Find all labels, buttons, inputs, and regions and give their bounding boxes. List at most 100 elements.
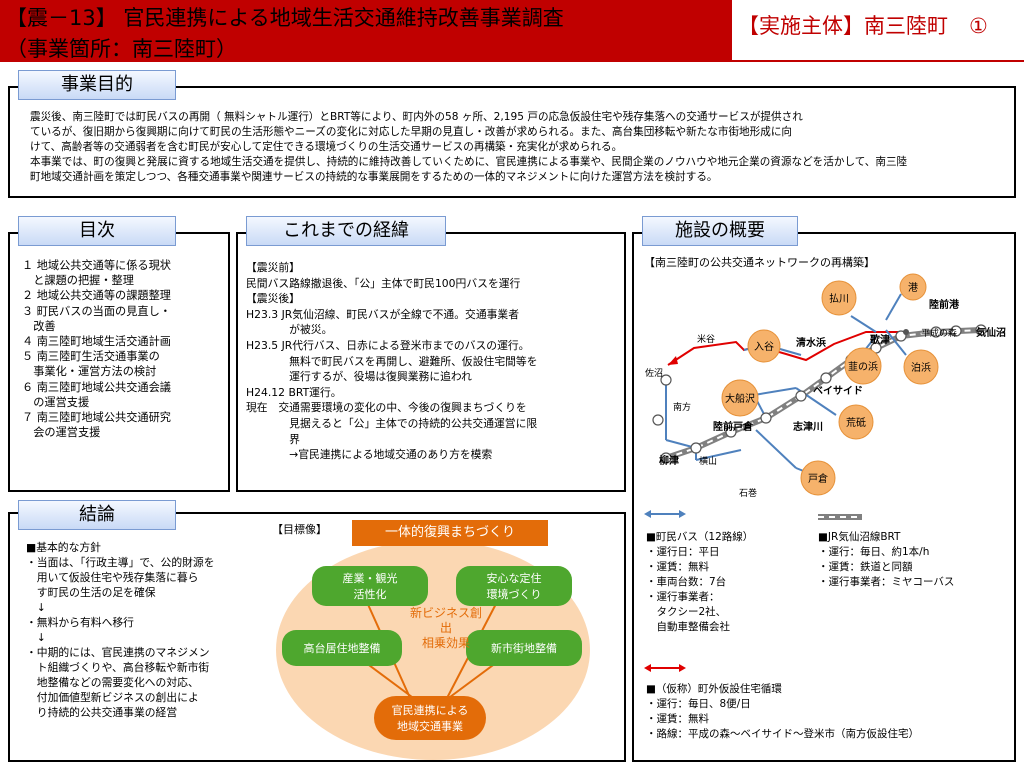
toc-item: ６ 南三陸町地域公共交通会議	[22, 380, 171, 394]
area-bubbles	[721, 273, 939, 496]
conclusion-line: り持続的公共交通事業の経営	[26, 706, 178, 719]
toc-item: ３ 町民バスの当面の見直し・	[22, 304, 171, 318]
brt-legend-line: ・運行：毎日、約1本/h	[818, 546, 930, 558]
conclusion-line: ・無料から有料へ移行	[26, 616, 134, 629]
map-labels: 払川 港 入谷 韮の浜 泊浜 大船沢 荒砥 戸倉 陸前港 平成の森 気仙沼 米谷…	[645, 282, 1006, 499]
conclusion-text: ■基本的な方針 ・当面は、「行政主導」で、公的財源を 用いて仮設住宅や残存集落に…	[26, 540, 215, 720]
bus-legend-line: タクシー2社、	[646, 606, 727, 618]
map-label-yonetani: 米谷	[697, 333, 715, 345]
history-line: 見据えると「公」主体での持続的公共交通運営に限	[246, 416, 538, 430]
goal-node-text: 官民連携による	[391, 704, 469, 717]
goal-node-highland: 高台居住地整備	[282, 630, 402, 666]
map-label-nirahama: 韮の浜	[848, 361, 878, 373]
bus-legend-line: 自動車整備会社	[646, 621, 730, 633]
history-line: H23.5 JR代行バス、日赤による登米市までのバスの運行。	[246, 338, 530, 352]
map-label-port: 港	[908, 282, 918, 294]
toc-item: 会の運営支援	[22, 426, 101, 440]
map-label-iriya: 入谷	[754, 341, 774, 353]
bus-legend-line: ・車両台数：7台	[646, 576, 727, 588]
map-label-shimizuhama: 清水浜	[796, 336, 826, 349]
temp-legend-line: ・運賃：無料	[646, 713, 709, 725]
bus-legend-line: ・運行事業者：	[646, 591, 720, 603]
goal-banner: 一体的復興まちづくり	[352, 520, 548, 546]
network-map: 払川 港 入谷 韮の浜 泊浜 大船沢 荒砥 戸倉 陸前港 平成の森 気仙沼 米谷…	[645, 273, 1006, 499]
map-label-sakuma: 佐沼	[645, 367, 663, 379]
map-label-tomari: 泊浜	[911, 362, 931, 374]
map-title: 【南三陸町の公共交通ネットワークの再構築】	[644, 256, 875, 269]
bus-legend-icon	[644, 510, 686, 518]
purpose-line: 震災後、南三陸町では町民バスの再開（ 無料シャトル運行）とBRT等により、町内外…	[30, 111, 803, 123]
conclusion-line: ■基本的な方針	[26, 541, 101, 554]
toc-item: の運営支援	[22, 395, 90, 409]
facility-tab: 施設の概要	[642, 216, 798, 246]
temp-legend-title: ■（仮称）町外仮設住宅循環	[646, 683, 782, 695]
toc-list: １ 地域公共交通等に係る現状 と課題の把握・整理 ２ 地域公共交通等の課題整理 …	[22, 258, 227, 440]
goal-center-text: 新ビジネス創 出 相乗効果	[394, 606, 498, 651]
implementer-label: 【実施主体】南三陸町 ①	[738, 14, 988, 38]
toc-item: 改善	[22, 319, 56, 333]
history-text: 【震災前】 民間バス路線撤退後、「公」主体で町民100円バスを運行 【震災後】 …	[246, 260, 624, 463]
goal-center-line: 相乗効果	[421, 636, 470, 650]
conclusion-line: ・中期的には、官民連携のマネジメン	[26, 646, 210, 659]
purpose-line: けて、高齢者等の交通弱者を含む町民が安心して定住できる環境づくりの生活交通サービ…	[30, 141, 623, 153]
map-label-yanaizu: 柳津	[659, 454, 679, 467]
conclusion-line: 付加価値型新ビジネスの創出によ	[26, 691, 199, 704]
map-label-baysaide: ベイサイド	[813, 385, 863, 397]
toc-item: ５ 南三陸町生活交通事業の	[22, 350, 160, 364]
conclusion-line: 地整備などの需要変化への対応、	[26, 676, 199, 689]
header-implementer-box	[732, 0, 1024, 62]
history-line: 無料で町民バスを再開し、避難所、仮設住宅間等を	[246, 354, 538, 368]
temp-legend-line: ・路線：平成の森～ベイサイド～登米市（南方仮設住宅）	[646, 728, 919, 740]
map-label-shizugawa: 志津川	[793, 420, 823, 433]
map-label-minamikata: 南方	[673, 401, 691, 413]
bus-legend: ■町民バス（12路線） ・運行日：平日 ・運賃：無料 ・車両台数：7台 ・運行事…	[646, 530, 753, 635]
map-label-kesennuma: 気仙沼	[975, 326, 1006, 339]
bus-routes	[665, 293, 907, 477]
temp-legend: ■（仮称）町外仮設住宅循環 ・運行：毎日、8便/日 ・運賃：無料 ・路線：平成の…	[646, 682, 919, 742]
map-label-shizugawa-port: 陸前港	[929, 298, 960, 311]
toc-item: ４ 南三陸町地域生活交通計画	[22, 335, 171, 349]
toc-item: 事業化・運営方法の検討	[22, 365, 157, 379]
map-label-ishinomaki: 石巻	[739, 487, 757, 499]
history-line: 界	[246, 432, 300, 446]
history-line: 民間バス路線撤退後、「公」主体で町民100円バスを運行	[246, 276, 521, 290]
conclusion-tab: 結論	[18, 500, 176, 530]
goal-node-text: 地域交通事業	[397, 720, 463, 733]
brt-legend: ■JR気仙沼線BRT ・運行：毎日、約1本/h ・運賃：鉄道と同額 ・運行事業者…	[818, 530, 954, 590]
bus-legend-line: ・運行日：平日	[646, 546, 720, 558]
conclusion-line: ・当面は、「行政主導」で、公的財源を	[26, 556, 215, 569]
map-label-ofunazawa: 大船沢	[725, 392, 755, 405]
history-line: 【震災後】	[246, 292, 300, 306]
brt-legend-line: ・運行事業者：ミヤコーバス	[818, 576, 955, 588]
goal-node-settle: 安心な定住 環境づくり	[456, 566, 572, 606]
page-title: 【震－13】 官民連携による地域生活交通維持改善事業調査	[6, 6, 564, 30]
goal-node-ppp: 官民連携による 地域交通事業	[374, 696, 486, 740]
goal-label: 【目標像】	[272, 523, 327, 536]
brt-legend-icon	[818, 514, 862, 520]
history-line: H24.12 BRT運行。	[246, 385, 342, 399]
history-line: 運行するが、役場は復興業務に追われ	[246, 370, 472, 384]
map-label-rikuzentokura: 陸前戸倉	[713, 420, 754, 433]
map-label-heisei: 平成の森	[921, 327, 957, 339]
history-line: H23.3 JR気仙沼線、町民バスが全線で不通。交通事業者	[246, 307, 520, 321]
bus-legend-title: ■町民バス（12路線）	[646, 531, 754, 543]
history-line: →官民連携による地域交通のあり方を模索	[246, 448, 493, 462]
map-label-utatsu: 歌津	[870, 333, 890, 346]
conclusion-line: ト組織づくりや、高台移転や新市街	[26, 661, 210, 674]
conclusion-line: 用いて仮設住宅や残存集落に暮ら	[26, 571, 199, 584]
goal-node-text: 産業・観光	[342, 572, 398, 585]
brt-legend-line: ・運賃：鉄道と同額	[818, 561, 913, 573]
goal-node-industry: 産業・観光 活性化	[312, 566, 428, 606]
goal-node-text: 活性化	[353, 588, 387, 601]
toc-tab: 目次	[18, 216, 176, 246]
map-label-harai: 払川	[829, 292, 849, 305]
station-markers	[652, 324, 987, 464]
toc-item: ７ 南三陸町地域公共交通研究	[22, 411, 171, 425]
temp-legend-line: ・運行：毎日、8便/日	[646, 698, 751, 710]
map-label-araisou: 荒砥	[846, 416, 866, 429]
page-subtitle: （事業箇所：南三陸町）	[6, 37, 237, 61]
facility-panel	[632, 232, 1016, 762]
goal-node-text: 安心な定住	[486, 572, 542, 585]
conclusion-line: す町民の生活の足を確保	[26, 586, 156, 599]
bus-legend-line: ・運賃：無料	[646, 561, 709, 573]
